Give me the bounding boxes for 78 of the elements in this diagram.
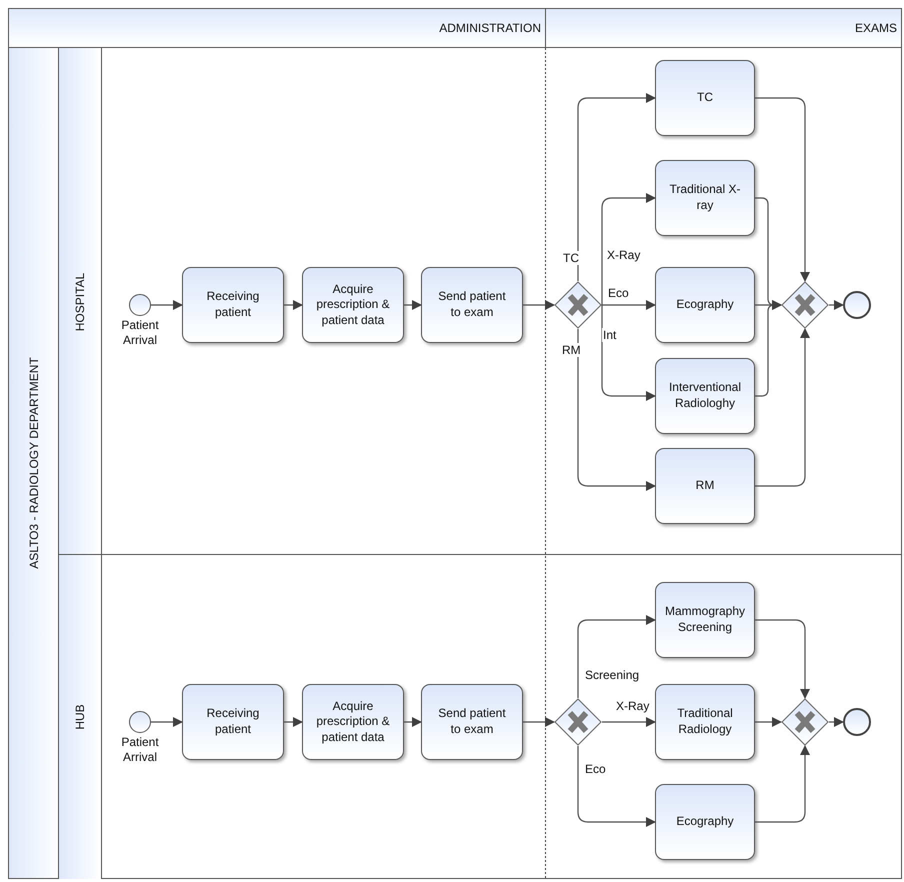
column-header [8, 8, 546, 48]
sequence-flow-arrow [755, 717, 782, 727]
task-box [655, 160, 755, 236]
task-box [655, 267, 755, 343]
column-header [545, 8, 902, 48]
task-box [421, 684, 523, 760]
task-box [655, 448, 755, 524]
lane-title: HOSPITAL [73, 272, 87, 331]
sequence-flow-arrow [755, 745, 810, 823]
sequence-flow-arrow [577, 615, 656, 698]
column-title: EXAMS [854, 21, 897, 35]
sequence-flow-arrow [602, 300, 656, 310]
start-event-circle [129, 711, 151, 733]
gateway-diamond [781, 698, 829, 746]
sequence-flow-arrow [755, 97, 810, 282]
edge-label: X-Ray [606, 248, 642, 262]
task-label: Send patient to exam [437, 289, 507, 321]
sequence-flow-arrow [404, 300, 422, 310]
task-box [182, 267, 284, 343]
task-label: Traditional X-ray [668, 182, 742, 214]
swimlane [58, 554, 902, 879]
pool-title: ASLTO3 - RADIOLOGY DEPARTMENT [27, 357, 41, 569]
task-label: Interventional Radiologhy [668, 380, 742, 412]
sequence-flow-arrow [755, 328, 810, 487]
pool [8, 47, 902, 879]
sequence-flow-arrow [577, 746, 656, 827]
task-box [655, 358, 755, 434]
task-label: Traditional Radiology [676, 706, 734, 738]
task-box [655, 784, 755, 860]
start-event-circle [129, 294, 151, 316]
sequence-flow-arrow [829, 300, 844, 310]
sequence-flow-arrow [601, 193, 656, 306]
sequence-flow-arrow [577, 93, 656, 281]
end-event-circle [843, 291, 871, 319]
lane-title: HUB [73, 704, 87, 730]
task-label: Receiving patient [206, 289, 260, 321]
sequence-flow-arrow [404, 717, 422, 727]
task-label: Acquire prescription & patient data [315, 282, 391, 328]
column-title: ADMINISTRATION [439, 21, 541, 35]
sequence-flow-arrow [284, 717, 303, 727]
event-caption: Patient Arrival [120, 735, 160, 765]
task-label: Receiving patient [206, 706, 260, 738]
sequence-flow-arrow [523, 300, 555, 310]
edge-label: Screening [584, 668, 640, 682]
task-label: RM [696, 478, 714, 494]
task-label: Acquire prescription & patient data [315, 698, 391, 746]
gateway-diamond [554, 281, 602, 329]
task-label: Mammography Screening [664, 604, 746, 636]
edge-label: Int [602, 328, 618, 342]
edge-label: TC [562, 251, 580, 266]
task-box [302, 267, 404, 343]
task-box [655, 582, 755, 658]
task-box [655, 60, 755, 136]
end-event-circle [843, 708, 871, 736]
sequence-flow-arrow [577, 329, 656, 491]
sequence-flow-arrow [151, 717, 183, 727]
gateway-diamond [781, 281, 829, 329]
sequence-flow-arrow [755, 619, 810, 699]
task-label: Ecography [676, 297, 734, 313]
sequence-flow-arrow [602, 717, 656, 727]
edge-label: RM [561, 343, 582, 358]
task-label: Send patient to exam [437, 706, 507, 738]
sequence-flow-arrow [284, 300, 303, 310]
task-box [421, 267, 523, 343]
sequence-flow-arrow [523, 717, 555, 727]
edge-label: Eco [584, 762, 607, 776]
edge-label: Eco [607, 286, 630, 300]
task-box [655, 684, 755, 760]
gateway-diamond [554, 698, 602, 746]
sequence-flow-arrow [829, 717, 844, 727]
task-label: TC [697, 90, 713, 106]
edge-label: X-Ray [615, 699, 650, 714]
sequence-flow-arrow [601, 304, 656, 401]
task-box [302, 684, 404, 760]
sequence-flow-arrow [151, 300, 183, 310]
task-label: Ecography [676, 814, 734, 830]
event-caption: Patient Arrival [120, 318, 160, 348]
task-box [182, 684, 284, 760]
